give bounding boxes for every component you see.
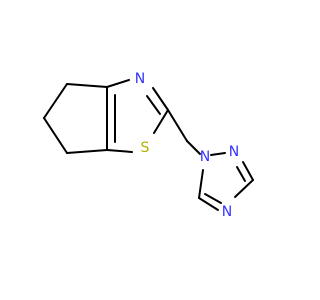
bond-n2-c3 xyxy=(242,161,254,181)
bond-c3a-n xyxy=(106,79,130,88)
molecule-structure: N S N N N xyxy=(0,0,300,300)
bond-s-c6a xyxy=(106,149,133,153)
bond-c4-c5 xyxy=(43,83,68,119)
bond-n4-c5 xyxy=(198,197,219,211)
bond-n2-c3-second xyxy=(236,166,246,182)
bond-c6-c6a xyxy=(66,149,108,154)
atom-labels: N S N N N xyxy=(135,71,239,220)
atom-label-n2-triazole: N xyxy=(229,144,239,160)
bond-n1-n2 xyxy=(210,152,226,156)
bond-c5-c6 xyxy=(43,117,68,154)
bond-n-c2-second xyxy=(146,95,161,115)
bond-c5-n1 xyxy=(198,169,204,199)
atom-label-n1-triazole: N xyxy=(200,149,210,165)
atom-label-n-thiazole: N xyxy=(135,71,145,87)
bond-n-c2 xyxy=(152,87,169,111)
bond-ch2-n1 xyxy=(186,140,201,155)
atom-label-n4-triazole: N xyxy=(222,204,232,220)
bond-n4-c5-second xyxy=(204,193,222,204)
bond-c4-c3a xyxy=(66,83,108,88)
bond-c2-ch2 xyxy=(167,109,188,142)
bond-c2-s xyxy=(153,109,169,134)
bond-c3-n4 xyxy=(234,179,254,198)
background xyxy=(0,0,300,300)
bonds xyxy=(43,79,254,211)
atom-label-s-thiazole: S xyxy=(141,140,150,156)
